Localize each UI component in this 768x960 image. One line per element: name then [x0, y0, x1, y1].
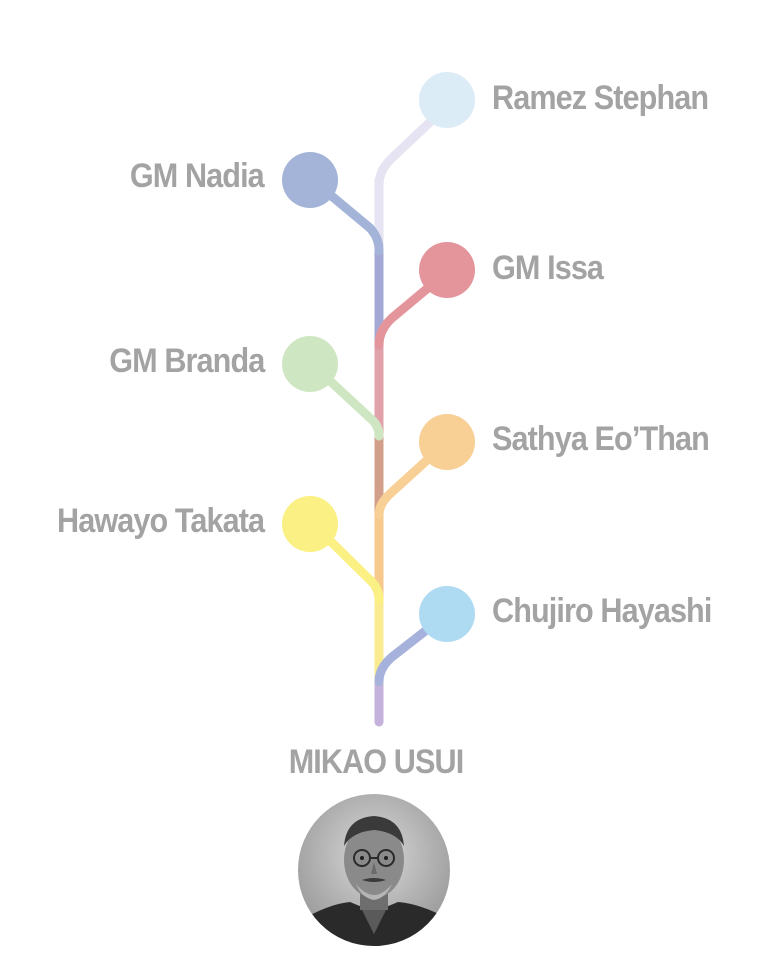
branch-gm-issa: [374, 267, 452, 350]
leaf-takata: [282, 496, 338, 552]
label-gm-branda: GM Branda: [108, 342, 265, 380]
portrait-photo-icon: [298, 794, 450, 946]
leaf-gm-issa: [419, 242, 475, 298]
leaf-gm-branda: [282, 336, 338, 392]
leaf-ramez-stephan: [419, 72, 475, 128]
branch-gm-branda: [311, 363, 384, 441]
label-gm-issa: GM Issa: [492, 249, 604, 287]
leaf-chujiro: [419, 586, 475, 642]
label-chujiro-hayashi: Chujiro Hayashi: [492, 592, 712, 630]
leaf-sathya: [419, 414, 475, 470]
branches: [311, 101, 452, 687]
branch-takata: [311, 522, 384, 605]
branch-chujiro: [374, 609, 452, 687]
label-ramez-stephan: Ramez Stephan: [492, 79, 709, 117]
leaf-gm-nadia: [282, 152, 338, 208]
branch-gm-nadia: [311, 178, 384, 255]
root-label: MIKAO USUI: [288, 743, 464, 781]
leaves: [282, 72, 475, 642]
label-gm-nadia: GM Nadia: [130, 157, 265, 195]
branch-ramez-stephan: [374, 101, 452, 190]
label-sathya-eothan: Sathya Eo’Than: [492, 420, 710, 458]
branch-sathya: [374, 437, 452, 520]
label-hawayo-takata: Hawayo Takata: [56, 502, 265, 540]
